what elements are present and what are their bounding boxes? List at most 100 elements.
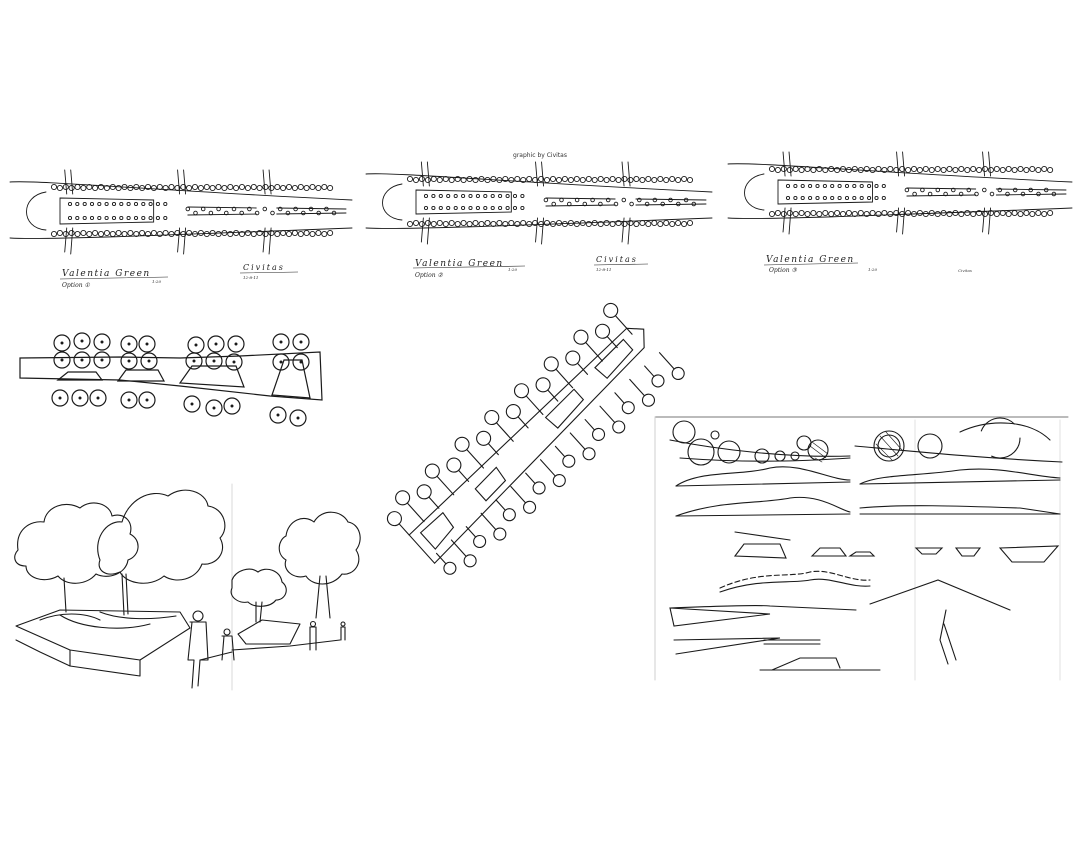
tree-symbol [874,183,879,189]
tree-symbol [863,210,870,218]
tree-canopy [633,175,640,183]
tree-canopy [863,210,870,218]
tree-symbol [191,230,199,238]
tree-canopy [104,215,109,221]
tree-symbol [928,166,935,174]
tree-canopy [205,399,223,417]
tree-symbol [549,220,557,228]
tree-canopy [496,219,503,227]
tree-symbol [780,165,787,173]
cross-street [262,169,272,255]
tree-canopy [505,205,510,211]
tree-trunk [525,395,544,416]
tree-trunk [606,335,618,349]
tree-symbol [881,209,888,217]
tree-symbol [844,195,850,201]
tree-symbol [115,184,122,192]
tree-symbol [233,229,240,237]
tree-canopy [1020,191,1026,197]
tree-canopy [331,210,337,216]
tree-symbol [520,205,525,211]
tree-canopy [466,175,473,183]
tree-symbol [852,183,857,189]
tree-symbol [309,183,316,191]
tree-canopy [89,389,107,407]
tree-canopy [103,184,110,192]
tree-symbol [810,209,817,217]
tree-symbol [496,176,503,184]
tree-canopy [543,176,551,184]
tree-canopy [227,183,234,191]
tree-symbol [804,210,811,218]
human-figure [187,610,209,689]
tree-symbol [127,184,134,192]
tree-canopy [289,409,307,427]
tree-symbol [412,176,420,184]
tree-symbol [567,176,574,184]
tree-symbol [952,166,959,174]
tree-canopy [68,229,75,237]
tree-symbol [540,459,566,488]
tree-symbol [520,176,527,184]
cross-street [420,161,430,245]
tree-symbol [297,183,304,191]
tree-canopy [285,210,291,216]
tree-symbol [97,230,105,238]
tree-symbol [559,197,564,203]
bench-block [271,359,311,399]
study-line [669,607,771,627]
tree-symbol [277,206,283,212]
tree-symbol [999,166,1006,174]
tree-symbol [183,395,201,413]
tree-dot [279,360,283,364]
tree-symbol [538,175,545,183]
tree-trunk [555,368,574,389]
human-figure [309,620,317,651]
tree-canopy [139,229,146,237]
tree-symbol [262,183,269,191]
tree-canopy [156,230,163,238]
tree-symbol [141,201,146,207]
tree-canopy [438,193,443,199]
tree-dot [60,358,64,362]
tree-canopy [993,165,1000,173]
tree-symbol [62,183,69,191]
tree-symbol [952,209,959,217]
wave-study [859,505,1061,515]
tree-symbol [1012,187,1018,193]
tree-canopy [446,193,451,199]
tree-canopy [209,184,216,192]
tree-symbol [454,175,461,183]
tree-canopy [514,175,521,183]
tree-canopy [869,166,876,174]
tree-canopy [910,210,918,218]
tree-canopy [834,209,841,217]
tree-canopy [115,184,122,192]
tree-symbol [590,197,595,203]
tree-canopy [538,220,545,228]
tree-canopy [615,176,622,184]
tree-canopy [691,201,697,207]
tree-canopy [140,352,158,370]
tree-symbol [946,165,953,173]
tree-canopy [940,209,947,217]
tree-canopy [233,184,240,192]
human-figure [221,628,235,661]
tree-symbol [291,229,298,237]
tree-canopy [505,193,510,199]
tree-dot [127,359,131,363]
tree-symbol [989,191,995,197]
tree-canopy [238,183,246,191]
tree-symbol [205,352,223,370]
tree-canopy [1023,166,1030,174]
graphic-credit: graphic by Civitas [513,152,567,159]
tree-dot [214,342,218,346]
plan-strip-3 [727,151,1073,235]
tree-symbol [490,193,495,199]
tree-symbol [822,195,827,201]
tree-symbol [981,165,989,173]
tree-canopy [121,230,128,238]
tree-symbol [89,215,95,221]
circle-study [672,420,696,444]
tree-symbol [609,220,616,228]
